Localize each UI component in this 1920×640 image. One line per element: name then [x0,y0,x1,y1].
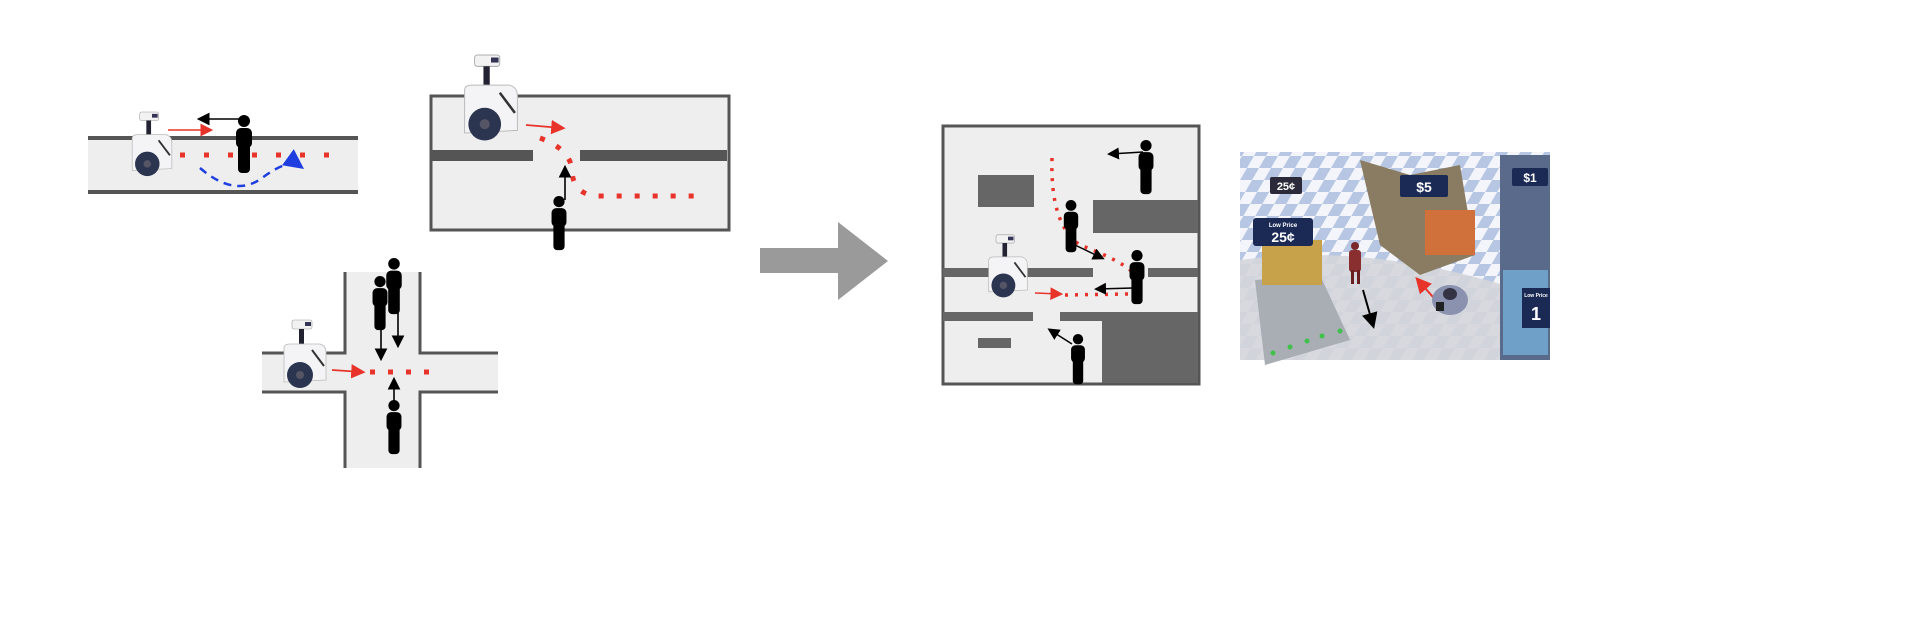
scene-corridor-passing [88,111,358,194]
sim-robot [1432,285,1468,315]
intersection-walls [262,272,498,468]
wall-segment [1148,268,1198,277]
svg-text:25¢: 25¢ [1271,229,1295,245]
svg-text:Low Price: Low Price [1269,223,1298,229]
obstacle-block [978,175,1034,207]
robot-heading-arrow [331,364,366,379]
obstacle-block [978,338,1011,348]
robot-icon [283,319,327,389]
sim-pallet [1255,275,1350,365]
sim-shelf-goods [1425,210,1475,255]
human-heading-arrow [1094,282,1134,295]
sim-sign-a: Low Price 25¢ [1253,218,1313,246]
avoidance-path [199,149,305,188]
person-icon-b [386,258,402,315]
robot-icon [131,111,173,178]
sim-sign-b: 25¢ [1270,177,1302,194]
robot-planned-path [539,135,695,199]
corridor-floor [88,138,358,192]
obstacle-block [1102,321,1198,383]
intersection-floor [262,272,498,468]
human-heading-arrow [1107,147,1144,160]
robot-icon [463,53,519,142]
scene-composite-map [941,124,1201,386]
person-icon [236,115,252,173]
sim-pallet-markers [1270,328,1343,356]
human-heading-arrow [1074,244,1105,260]
svg-text:Low Price: Low Price [1524,293,1548,299]
sim-sign-d: $1 [1512,168,1548,186]
simulation-render: Low Price 25¢ 25¢ $5 $1 Low Price 1 [1240,152,1550,365]
svg-text:$5: $5 [1416,179,1432,195]
scene-doorway [429,53,731,251]
sim-human-avatar [1349,242,1361,284]
robot-heading-arrow [525,119,566,135]
robot-heading-arrow [1034,287,1064,301]
svg-text:$1: $1 [1523,171,1537,185]
svg-text:1: 1 [1531,304,1541,324]
svg-text:25¢: 25¢ [1277,181,1295,193]
sim-boxes [1262,240,1322,285]
sim-human-heading-arrow [1362,289,1378,329]
scene-intersection [262,258,498,468]
wall-segment [943,312,1033,321]
sim-sign-c: $5 [1400,175,1448,197]
wall-right [580,150,727,161]
transition-arrow-icon [760,222,888,300]
obstacle-block [1093,200,1198,233]
wall-left [431,150,533,161]
wall-segment [1060,312,1198,321]
human-heading-arrow [1047,328,1073,345]
sim-sign-e: Low Price 1 [1522,288,1550,328]
